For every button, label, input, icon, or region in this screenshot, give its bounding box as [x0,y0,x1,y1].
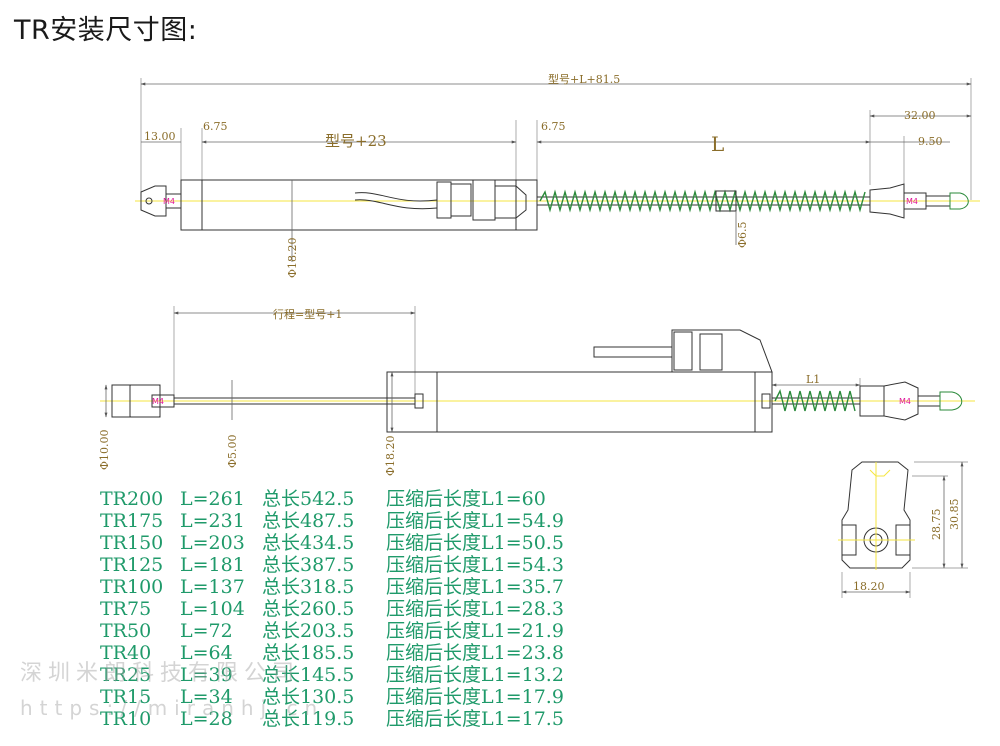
spec-l: L=39 [180,664,233,686]
dim-travel: 行程=型号+1 [273,307,342,321]
spec-row: TR75 L=104 总长260.5 压缩后长度L1=28.3 [100,598,564,620]
spec-l1: 压缩后长度L1=21.9 [386,620,564,642]
spec-l1: 压缩后长度L1=17.9 [386,686,564,708]
top-view [135,78,980,262]
spec-l: L=231 [180,510,245,532]
spec-row: TR100 L=137 总长318.5 压缩后长度L1=35.7 [100,576,564,598]
spec-model: TR15 [100,686,152,708]
spec-total: 总长119.5 [262,708,355,730]
dim-rod-diameter: Φ6.5 [736,221,749,248]
dim-right-end: 32.00 [904,109,936,122]
spec-total: 总长542.5 [262,488,355,510]
watermark-company: 深圳米朗科技有限公司 [20,661,301,686]
spec-total: 总长260.5 [262,598,355,620]
spec-total: 总长487.5 [262,510,355,532]
end-view [838,461,968,598]
spec-l: L=261 [180,488,245,510]
spec-row: TR125 L=181 总长387.5 压缩后长度L1=54.3 [100,554,564,576]
spec-total: 总长203.5 [262,620,355,642]
spec-total: 总长387.5 [262,554,355,576]
spec-l1: 压缩后长度L1=17.5 [386,708,564,730]
spec-l1: 压缩后长度L1=60 [386,488,546,510]
dim-end-width: 18.20 [853,580,885,593]
spec-l1: 压缩后长度L1=54.3 [386,554,564,576]
dim-stroke-L: L [711,132,724,156]
spec-model: TR75 [100,598,152,620]
spec-l: L=137 [180,576,245,598]
side-view [100,306,975,433]
spec-l1: 压缩后长度L1=28.3 [386,598,564,620]
spec-model: TR200 [100,488,164,510]
spec-total: 总长130.5 [262,686,355,708]
spec-model: TR50 [100,620,152,642]
spec-row: TR200 L=261 总长542.5 压缩后长度L1=60 [100,488,564,510]
spec-row: TR150 L=203 总长434.5 压缩后长度L1=50.5 [100,532,564,554]
spec-total: 总长434.5 [262,532,355,554]
dim-body-diameter: Φ18.20 [286,237,299,278]
spec-row: TR15 L=34 总长130.5 压缩后长度L1=17.9 [100,686,564,708]
dim-end-outer-height: 30.85 [948,499,961,531]
spec-model: TR150 [100,532,164,554]
spec-l: L=64 [180,642,233,664]
thread-label-left: M4 [163,197,175,206]
spec-l: L=181 [180,554,245,576]
spec-row: TR40 L=64 总长185.5 压缩后长度L1=23.8 [100,642,564,664]
dim-eye-diameter: Φ10.00 [98,429,111,470]
spec-total: 总长145.5 [262,664,355,686]
dim-gap-left: 6.75 [203,120,228,133]
spec-l: L=28 [180,708,233,730]
spec-total: 总长185.5 [262,642,355,664]
spec-l: L=72 [180,620,233,642]
spec-l1: 压缩后长度L1=54.9 [386,510,564,532]
spec-model: TR125 [100,554,164,576]
thread-label-left-side: M4 [152,397,164,406]
spec-l1: 压缩后长度L1=50.5 [386,532,564,554]
spec-model: TR10 [100,708,152,730]
dim-overall-length: 型号+L+81.5 [548,72,620,86]
spec-l: L=34 [180,686,233,708]
dim-L1: L1 [806,373,820,386]
dim-gap-right: 6.75 [541,120,566,133]
thread-label-right: M4 [906,197,918,206]
spec-l1: 压缩后长度L1=13.2 [386,664,564,686]
dim-body-length: 型号+23 [325,132,387,150]
spec-model: TR40 [100,642,152,664]
spec-row: TR175 L=231 总长487.5 压缩后长度L1=54.9 [100,510,564,532]
page-title: TR安装尺寸图: [14,15,198,46]
spec-row: TR10 L=28 总长119.5 压缩后长度L1=17.5 [100,708,564,730]
spec-total: 总长318.5 [262,576,355,598]
spec-l1: 压缩后长度L1=23.8 [386,642,564,664]
spec-l1: 压缩后长度L1=35.7 [386,576,564,598]
spec-model: TR25 [100,664,152,686]
spec-model: TR175 [100,510,164,532]
watermark-url: https://miranhj.cn [20,696,325,720]
spec-model: TR100 [100,576,164,598]
dim-rod-diameter-side: Φ5.00 [226,434,239,468]
spec-row: TR25 L=39 总长145.5 压缩后长度L1=13.2 [100,664,564,686]
spec-l: L=104 [180,598,245,620]
thread-label-right-side: M4 [899,397,911,406]
spec-row: TR50 L=72 总长203.5 压缩后长度L1=21.9 [100,620,564,642]
dim-left-end: 13.00 [144,130,176,143]
spec-l: L=203 [180,532,245,554]
dim-tip: 9.50 [918,135,943,148]
dim-body-diameter-side: Φ18.20 [384,435,397,476]
dim-end-inner-height: 28.75 [930,509,943,541]
